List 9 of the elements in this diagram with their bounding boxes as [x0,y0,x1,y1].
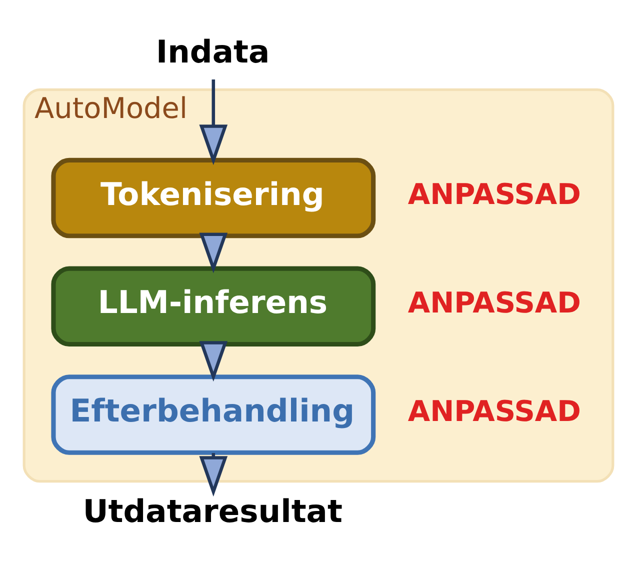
node-box: Efterbehandling [51,374,376,455]
node-text: Utdataresultat [82,494,342,530]
node-text: Indata [156,34,270,71]
node-label: ANPASSAD [408,177,581,212]
arrow [199,232,228,274]
arrow [199,79,228,166]
node-label: ANPASSAD [408,394,581,428]
node-label: ANPASSAD [408,285,581,320]
arrow [199,341,228,382]
